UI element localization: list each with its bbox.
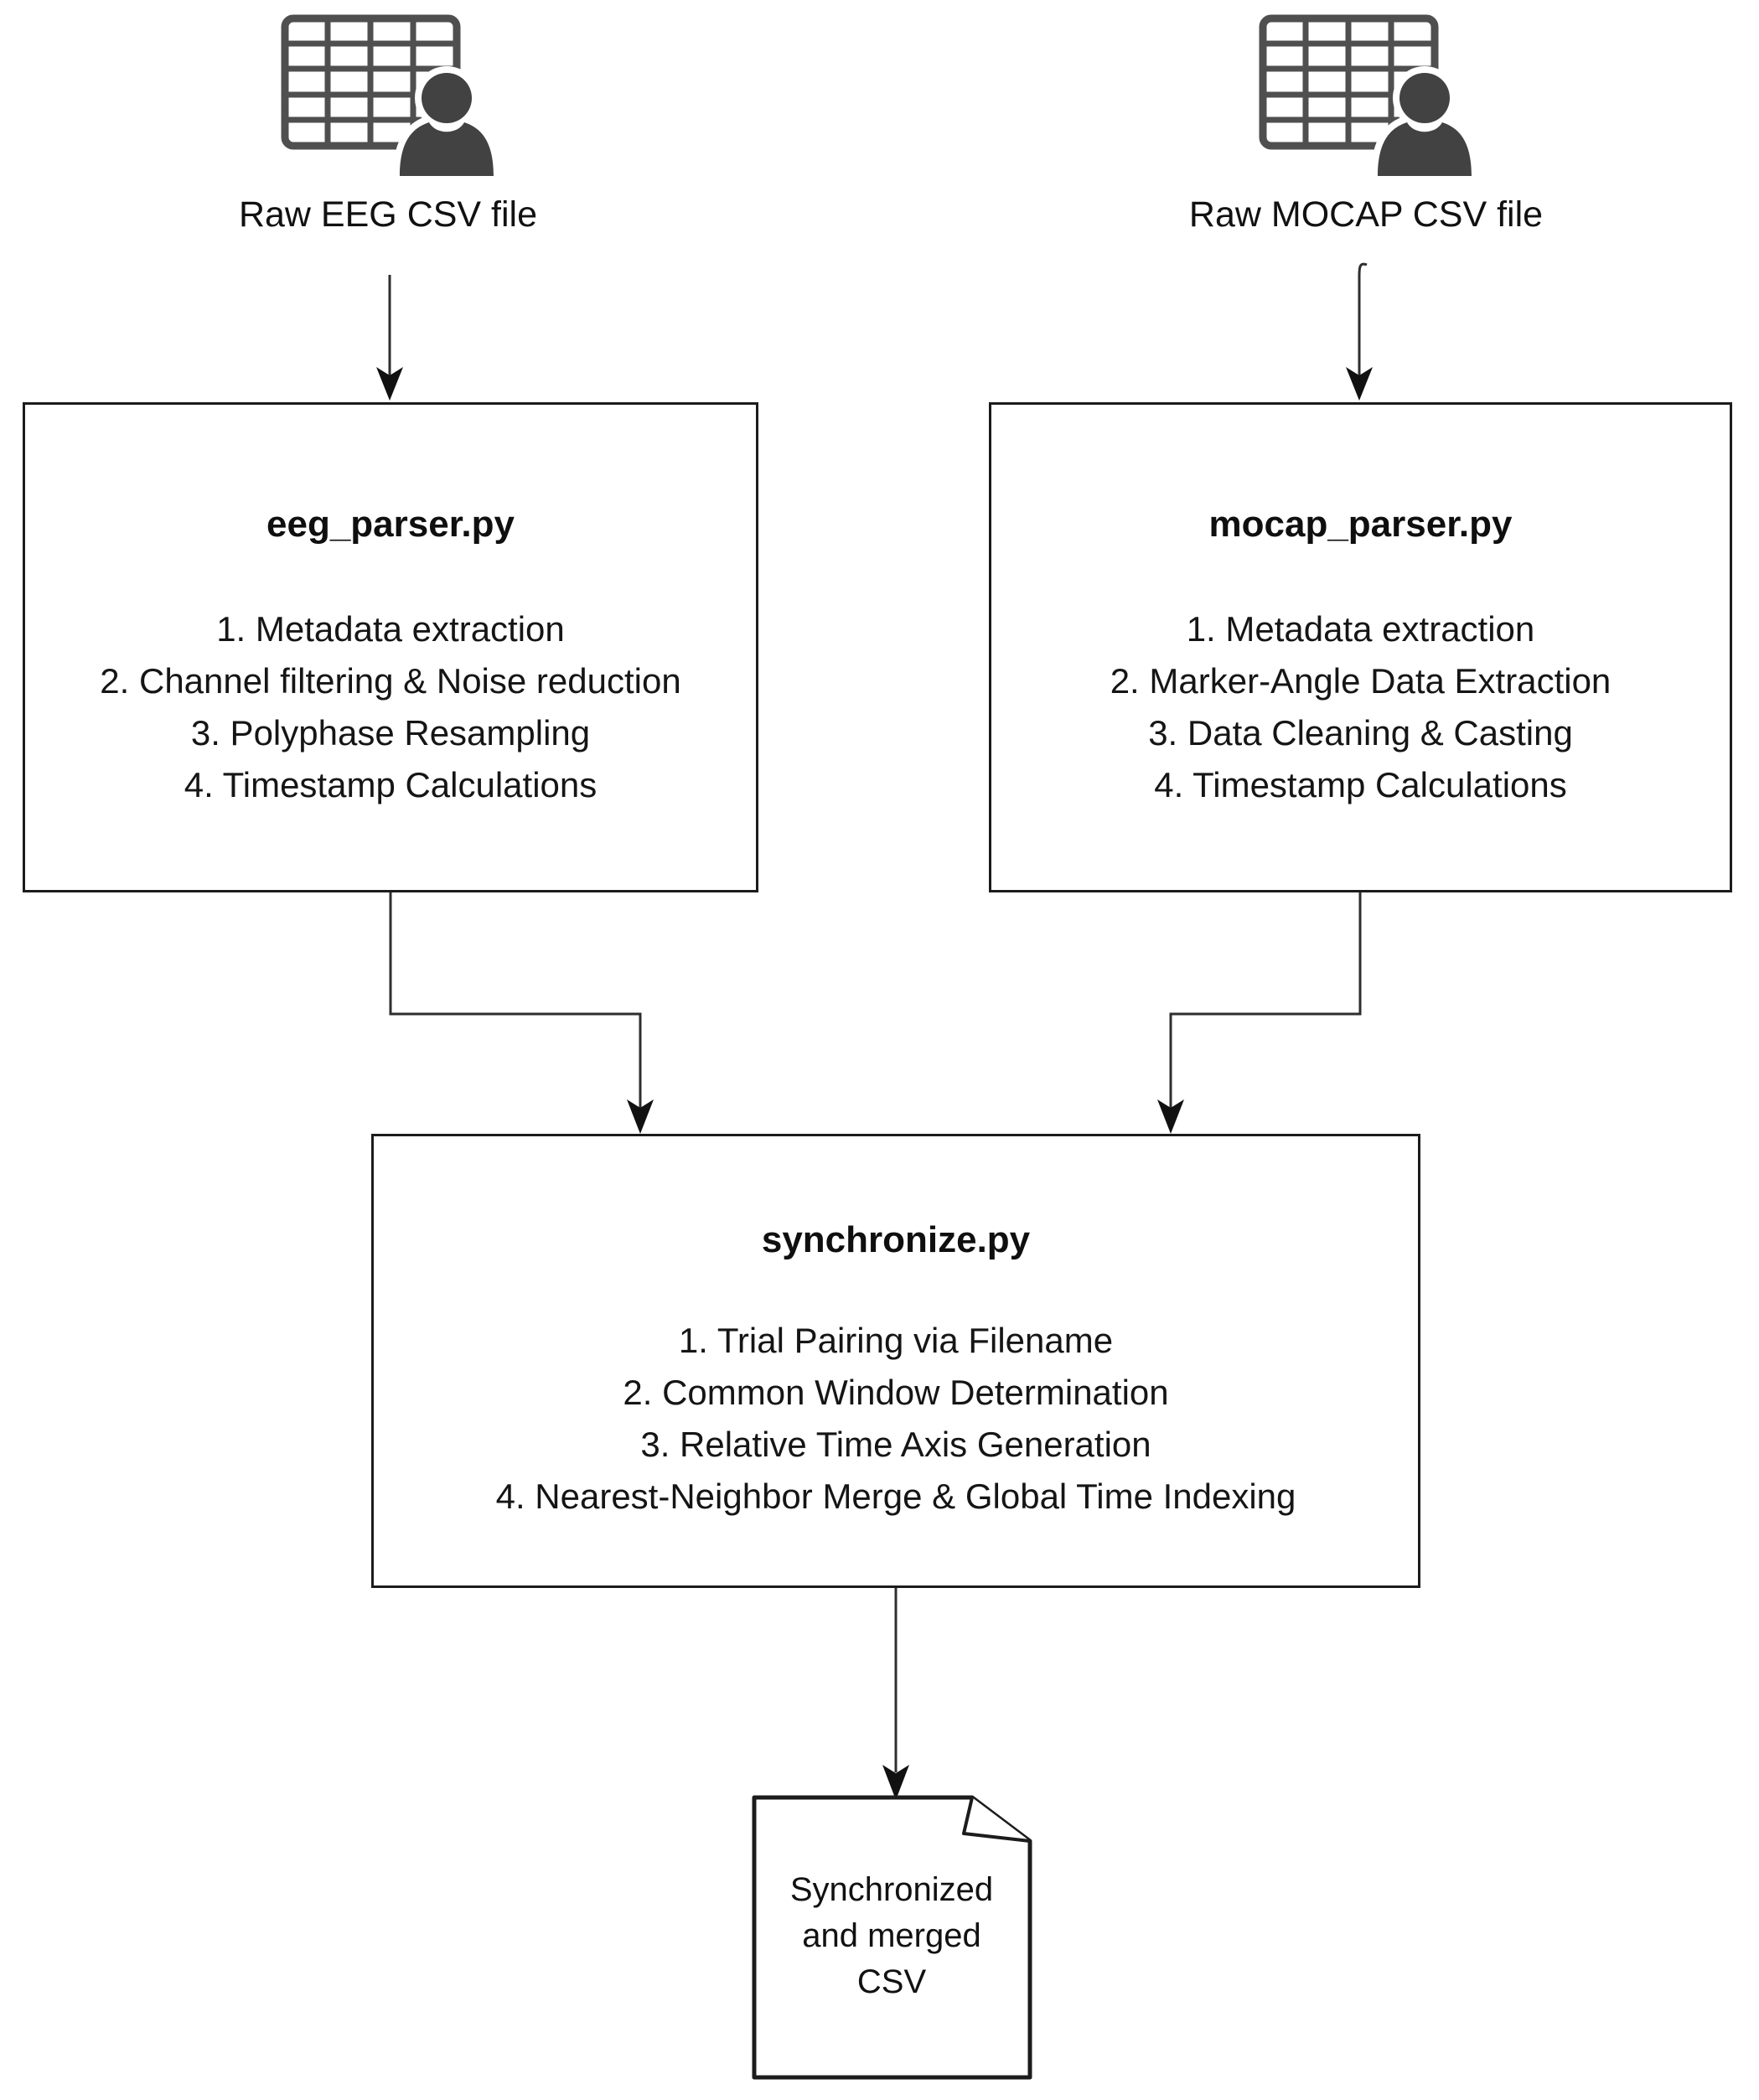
step-item: 2. Channel filtering & Noise reduction <box>100 661 681 701</box>
box-title-synchronize: synchronize.py <box>761 1219 1031 1260</box>
source-label-mocap: Raw MOCAP CSV file <box>1188 194 1544 235</box>
step-item: 1. Trial Pairing via Filename <box>678 1321 1114 1360</box>
step-item: 1. Metadata extraction <box>216 609 565 649</box>
box-steps-eeg-parser: 1. Metadata extraction 2. Channel filter… <box>25 603 756 811</box>
step-item: 3. Relative Time Axis Generation <box>640 1425 1151 1464</box>
process-box-synchronize: synchronize.py 1. Trial Pairing via File… <box>371 1134 1420 1588</box>
mocap-spreadsheet-user-icon <box>1263 18 1472 176</box>
arrow-sync-to-output <box>882 1588 909 1800</box>
step-item: 3. Data Cleaning & Casting <box>1148 713 1573 753</box>
box-title-eeg-parser: eeg_parser.py <box>266 504 515 545</box>
step-item: 3. Polyphase Resampling <box>190 713 591 753</box>
connector-eeg-parser-to-sync <box>389 892 654 1134</box>
process-box-mocap-parser: mocap_parser.py 1. Metadata extraction 2… <box>989 402 1732 892</box>
document-icon <box>752 1795 1032 2080</box>
box-steps-mocap-parser: 1. Metadata extraction 2. Marker-Angle D… <box>991 603 1730 811</box>
arrow-mocap-to-parser <box>1346 262 1373 401</box>
box-steps-synchronize: 1. Trial Pairing via Filename 2. Common … <box>374 1315 1418 1523</box>
arrow-eeg-to-parser <box>376 275 403 401</box>
step-item: 4. Nearest-Neighbor Merge & Global Time … <box>495 1477 1296 1516</box>
step-item: 4. Timestamp Calculations <box>184 765 598 804</box>
step-item: 2. Common Window Determination <box>623 1373 1169 1412</box>
process-box-eeg-parser: eeg_parser.py 1. Metadata extraction 2. … <box>23 402 758 892</box>
step-item: 1. Metadata extraction <box>1186 609 1535 649</box>
eeg-spreadsheet-user-icon <box>285 18 494 176</box>
source-label-eeg: Raw EEG CSV file <box>238 194 538 235</box>
box-title-mocap-parser: mocap_parser.py <box>1208 504 1513 545</box>
step-item: 4. Timestamp Calculations <box>1154 765 1567 804</box>
connector-mocap-parser-to-sync <box>1157 892 1362 1134</box>
output-doc-label: Synchronized and merged CSV <box>789 1871 994 2000</box>
step-item: 2. Marker-Angle Data Extraction <box>1110 661 1612 701</box>
